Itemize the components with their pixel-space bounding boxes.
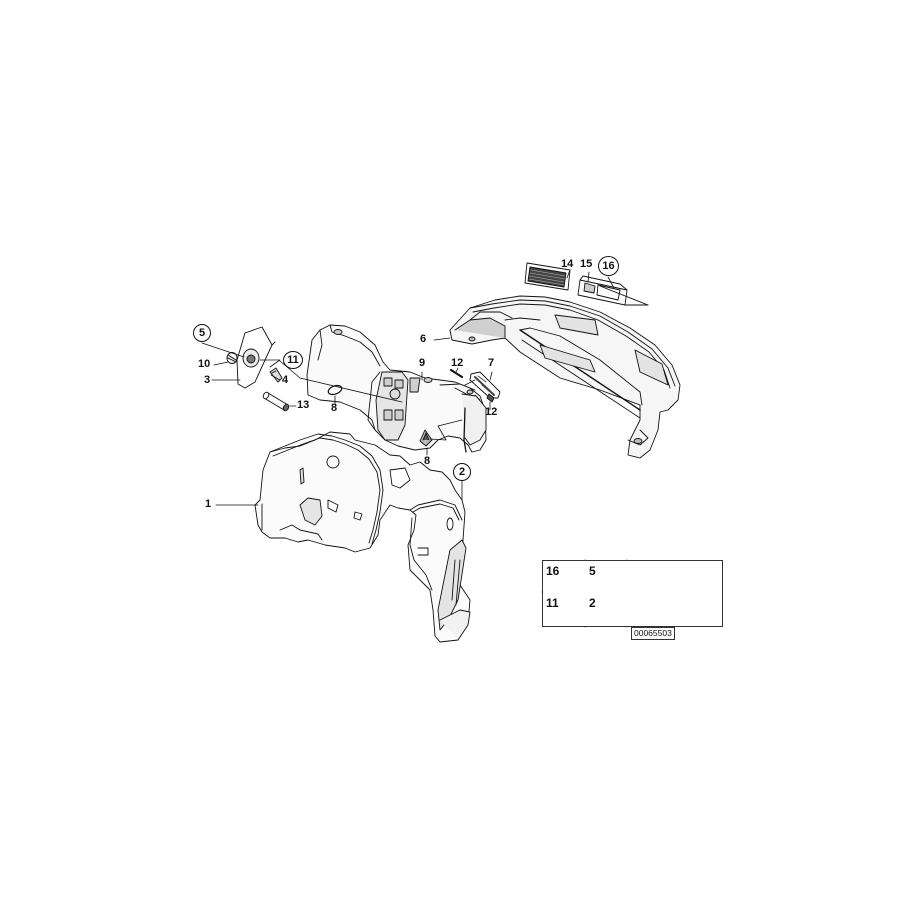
legend-label: 16: [546, 564, 560, 578]
callout-8a[interactable]: 8: [331, 402, 338, 414]
callout-3[interactable]: 3: [204, 374, 211, 386]
legend-cell-spreading-nut[interactable]: 11: [543, 593, 586, 628]
leader-lines: [201, 269, 615, 506]
callout-1[interactable]: 1: [205, 498, 212, 510]
callout-4[interactable]: 4: [282, 374, 289, 386]
callout-6[interactable]: 6: [420, 333, 427, 345]
triangular-grommet: [419, 429, 433, 447]
legend-label: 5: [589, 564, 596, 578]
screw-lower: [486, 393, 495, 403]
car-location-icon: [628, 561, 724, 628]
rear-arch-trim-panel: [449, 295, 681, 459]
legend-cell-flange-nut[interactable]: 16: [543, 561, 586, 593]
grille-holder: [577, 275, 649, 306]
cylindrical-spacer: [262, 391, 290, 412]
upper-trim-panel: [306, 324, 487, 453]
cover-cap-panel: [236, 326, 276, 389]
callout-12b[interactable]: 12: [485, 406, 498, 418]
diagram-reference-number: 00065503: [631, 627, 675, 640]
callout-16[interactable]: 16: [598, 256, 619, 276]
legend-label: 2: [589, 596, 596, 610]
callout-10[interactable]: 10: [198, 358, 211, 370]
callout-5[interactable]: 5: [193, 324, 211, 342]
side-trim-panel: [254, 431, 471, 643]
callout-15[interactable]: 15: [580, 258, 593, 270]
retaining-clip: [226, 352, 238, 364]
ventilation-grille: [524, 262, 571, 291]
callout-11[interactable]: 11: [283, 351, 303, 369]
callout-12a[interactable]: 12: [451, 357, 464, 369]
fastener-pin: [269, 367, 283, 383]
callout-14[interactable]: 14: [561, 258, 574, 270]
callout-13[interactable]: 13: [297, 399, 310, 411]
legend-cell-screw[interactable]: 5: [586, 561, 628, 593]
legend-cell-rivet[interactable]: 2: [586, 593, 628, 628]
callout-9[interactable]: 9: [419, 357, 426, 369]
callout-7[interactable]: 7: [488, 357, 495, 369]
callout-8b[interactable]: 8: [424, 455, 431, 467]
legend-label: 11: [546, 596, 559, 610]
callout-2[interactable]: 2: [453, 463, 471, 481]
catch-plate: [469, 371, 501, 399]
fastener-legend-box: 16 5 11 2: [542, 560, 723, 627]
